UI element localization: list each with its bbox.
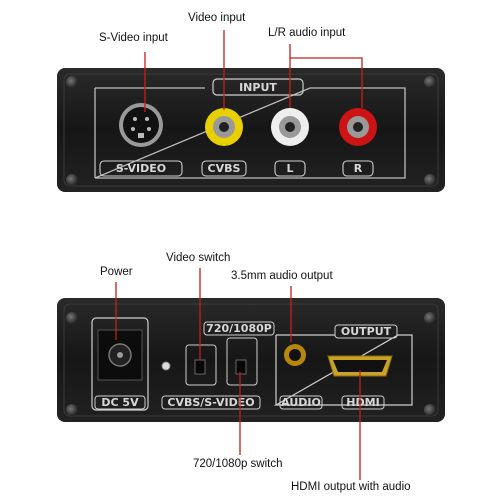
screw-icon [424, 404, 436, 416]
svideo-jack-icon [119, 103, 163, 147]
resolution-switch-icon [235, 359, 247, 375]
screw-icon [424, 76, 436, 88]
rca-white-jack-icon [271, 108, 309, 146]
left-audio-label: L [286, 162, 293, 175]
power-callout: Power [100, 266, 133, 278]
screw-icon [66, 76, 78, 88]
bottom-device-panel: DC 5V 720/1080P CVBS/S-VIDEO OUTPUT AUDI… [57, 298, 445, 422]
output-title: OUTPUT [341, 325, 392, 338]
screw-icon [66, 404, 78, 416]
screw-icon [424, 174, 436, 186]
audio-jack-icon [284, 344, 306, 366]
audio-callout: L/R audio input [268, 27, 346, 39]
resolution-label: 720/1080P [206, 322, 272, 335]
rca-red-jack-icon [339, 108, 377, 146]
svideo-callout: S-Video input [99, 32, 168, 44]
rca-yellow-jack-icon [205, 108, 243, 146]
right-audio-label: R [354, 162, 363, 175]
bottom-callout-lines [115, 268, 361, 480]
top-device-panel: INPUT S-VIDEO CVBS L R [57, 68, 445, 192]
hdmi-callout: HDMI output with audio [291, 481, 411, 493]
screw-icon [66, 174, 78, 186]
power-led-icon [161, 361, 171, 371]
audio-out-callout: 3.5mm audio output [231, 270, 333, 282]
video-switch-icon [194, 359, 206, 375]
hdmi-label: HDMI [346, 396, 379, 409]
input-title: INPUT [239, 81, 277, 94]
top-callout-lines [144, 30, 363, 112]
hdmi-port-icon [327, 355, 393, 377]
switch-label: CVBS/S-VIDEO [167, 396, 254, 409]
cvbs-label: CVBS [208, 162, 241, 175]
audio-label: AUDIO [281, 396, 321, 409]
svideo-label: S-VIDEO [116, 162, 166, 175]
video-callout: Video input [188, 12, 246, 24]
dc-label: DC 5V [101, 396, 139, 409]
res-switch-callout: 720/1080p switch [193, 458, 283, 470]
screw-icon [424, 312, 436, 324]
screw-icon [66, 312, 78, 324]
video-switch-callout: Video switch [166, 252, 231, 264]
